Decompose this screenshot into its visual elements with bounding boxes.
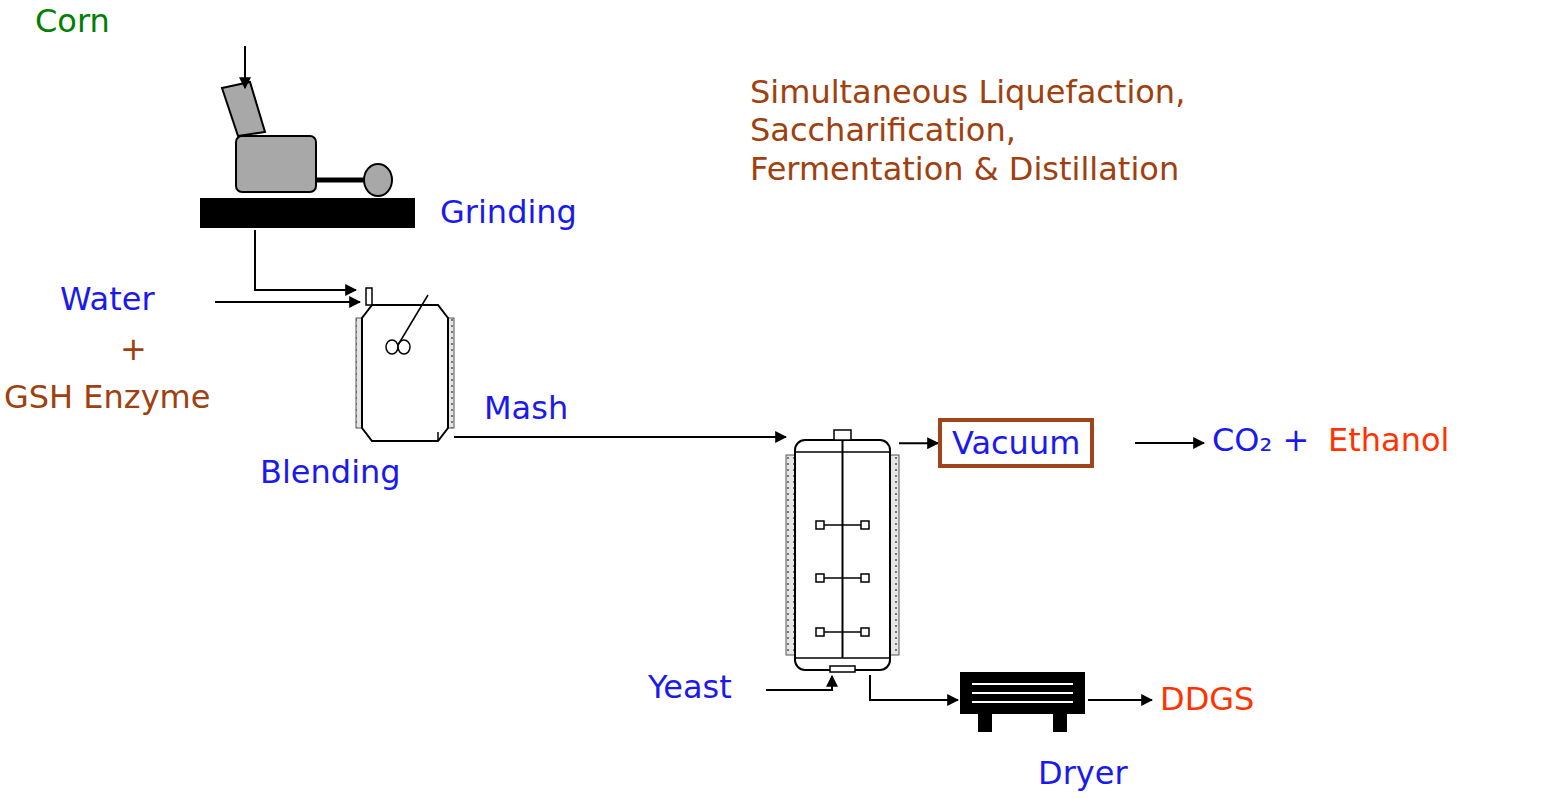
flow-connector: [454, 436, 786, 438]
plus-sign: +: [120, 330, 147, 368]
dryer-unit-part: [960, 672, 1085, 714]
stream-label: Mash: [484, 389, 568, 427]
equipment-label: Dryer: [1038, 754, 1128, 792]
product-label: CO₂ +: [1212, 421, 1309, 459]
dryer-unit-part: [972, 701, 1073, 703]
fermentation-reactor-part: [834, 430, 851, 440]
fermentation-reactor-part: [822, 524, 863, 526]
blending-tank: [356, 288, 454, 441]
blending-tank-part: [362, 305, 448, 441]
flow-arrows-part: [766, 676, 832, 690]
fermentation-reactor-part: [786, 455, 795, 655]
fermentation-reactor-part: [822, 631, 863, 633]
dryer-node: Dryer: [958, 668, 1088, 734]
dryer-unit-part: [978, 714, 992, 732]
grinder-mill-part: [364, 164, 392, 196]
flow-connector: [870, 675, 958, 700]
blender-node: Blending: [356, 285, 454, 445]
vacuum-box: Vacuum: [938, 418, 1094, 468]
grinder-mill-part: [200, 198, 415, 228]
flow-arrows-part: [1088, 699, 1152, 701]
flow-arrows-part: [1135, 442, 1204, 444]
fermentation-reactor-part: [861, 521, 869, 529]
equipment-label: Grinding: [440, 193, 577, 231]
fermentation-reactor-part: [816, 521, 824, 529]
grinder-node: Grinding: [195, 78, 420, 230]
fermentation-reactor-part: [842, 440, 844, 658]
equipment-label: Blending: [260, 453, 401, 491]
fermentation-reactor-part: [795, 440, 890, 670]
fermentation-reactor-part: [816, 574, 824, 582]
fermentation-reactor-part: [816, 628, 824, 636]
feed-label: Corn: [35, 2, 110, 40]
blending-tank-part: [398, 295, 428, 345]
grinder-mill: [200, 82, 415, 228]
dryer-unit-part: [972, 692, 1073, 694]
fermentation-reactor-part: [822, 577, 863, 579]
box-label: Vacuum: [952, 424, 1080, 462]
blending-tank-part: [386, 340, 398, 354]
flow-arrows-part: [215, 301, 360, 303]
fermentation-reactor-part: [890, 455, 899, 655]
input-label: Water: [60, 280, 155, 318]
flow-arrows: [215, 46, 1204, 700]
dryer-unit-part: [972, 683, 1073, 685]
reactor-node: Simultaneous Liquefaction, Saccharificat…: [786, 425, 899, 675]
fermentation-reactor-part: [861, 628, 869, 636]
equipment-label: Simultaneous Liquefaction, Saccharificat…: [750, 73, 1230, 188]
fermentation-reactor-part: [816, 521, 869, 636]
blending-tank-part: [366, 288, 372, 305]
flow-connector: [899, 442, 938, 444]
fermentation-reactor-part: [830, 666, 855, 672]
blending-tank-part: [398, 340, 410, 354]
flow-arrows-part: [244, 46, 246, 88]
fermentation-reactor-part: [861, 574, 869, 582]
blending-tank-part: [437, 432, 439, 441]
grinder-mill-part: [316, 178, 364, 183]
grinder-mill-part: [236, 136, 316, 192]
dryer-unit-part: [1053, 714, 1067, 732]
flow-connector: [255, 230, 356, 290]
fermentation-reactor: [786, 430, 899, 672]
product-label: Ethanol: [1328, 421, 1449, 459]
grinder-mill-part: [222, 82, 265, 136]
enzyme-label: GSH Enzyme: [4, 378, 210, 416]
input-label: Yeast: [648, 668, 732, 706]
dryer-unit: [960, 672, 1085, 732]
product-label: DDGS: [1160, 680, 1254, 718]
